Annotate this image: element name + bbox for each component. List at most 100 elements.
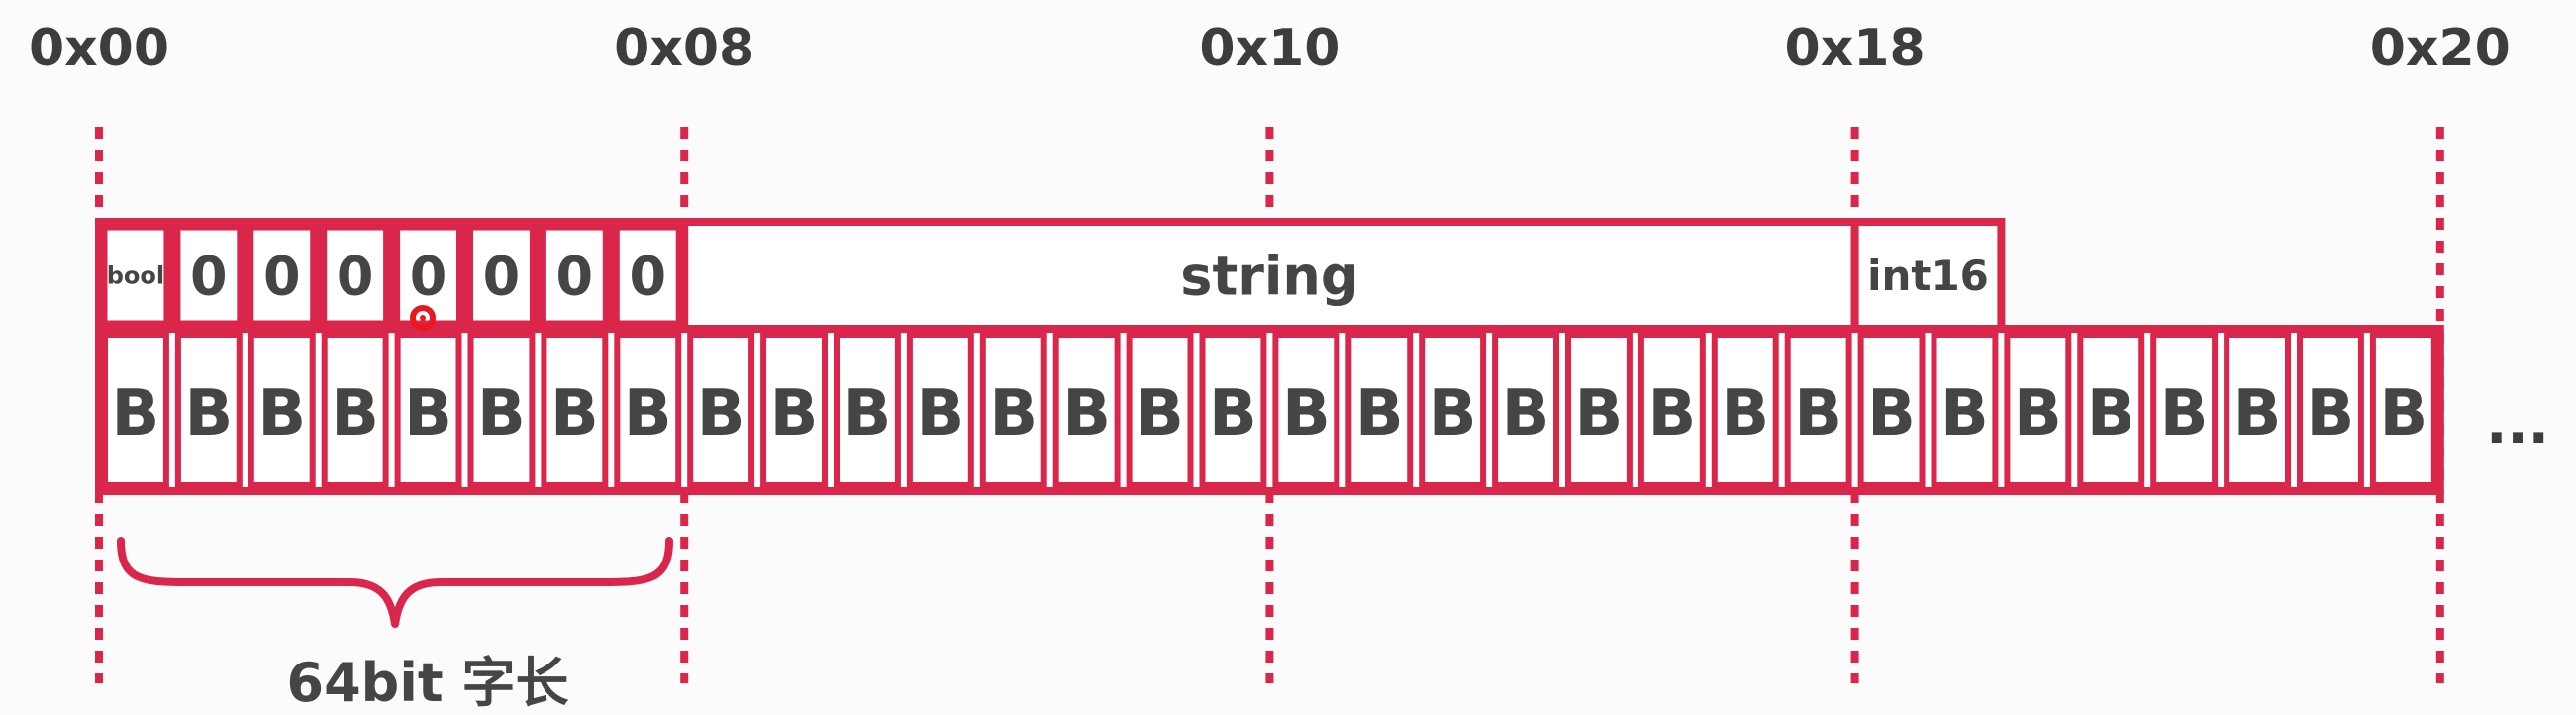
byte-label: B <box>1647 377 1696 451</box>
field-bool-label: bool <box>107 262 164 290</box>
byte-label: B <box>112 377 160 451</box>
byte-label: B <box>1429 377 1477 451</box>
byte-label: B <box>1062 377 1111 451</box>
address-label-0x18: 0x18 <box>1785 19 1926 78</box>
byte-row-frame <box>95 325 2444 495</box>
cursor-ring <box>410 305 436 331</box>
byte-cell <box>2369 332 2437 488</box>
byte-cell <box>1126 332 1194 488</box>
byte-cell <box>1784 332 1852 488</box>
address-label-0x08: 0x08 <box>614 19 754 78</box>
byte-cell <box>2297 332 2364 488</box>
byte-cell <box>467 332 536 488</box>
address-label-0x10: 0x10 <box>1199 19 1339 78</box>
byte-cell <box>760 332 828 488</box>
byte-cell <box>2150 332 2219 488</box>
field-string-box <box>680 218 1859 333</box>
byte-cell <box>1565 332 1633 488</box>
byte-label: B <box>624 377 672 451</box>
byte-label: B <box>257 377 306 451</box>
byte-label: B <box>550 377 599 451</box>
byte-label: B <box>1940 377 1989 451</box>
byte-label: B <box>2087 377 2135 451</box>
field-int16-box <box>1850 218 2006 333</box>
padding-byte-inner <box>248 225 316 326</box>
field-bool-inner <box>102 225 169 326</box>
byte-cell <box>2004 332 2072 488</box>
byte-cell <box>614 332 682 488</box>
cursor-indicator <box>410 305 436 331</box>
byte-cell <box>1052 332 1121 488</box>
padding-byte-label: 0 <box>556 245 594 307</box>
byte-cell <box>2077 332 2145 488</box>
padding-byte-inner <box>541 225 608 326</box>
byte-cell <box>248 332 316 488</box>
byte-label: B <box>916 377 964 451</box>
byte-cell <box>541 332 609 488</box>
byte-label: B <box>331 377 379 451</box>
byte-label: B <box>697 377 745 451</box>
byte-cell <box>687 332 755 488</box>
padding-byte-label: 0 <box>483 245 521 307</box>
byte-label: B <box>1794 377 1842 451</box>
ellipsis: ... <box>2486 392 2549 457</box>
padding-byte-label: 0 <box>263 245 301 307</box>
byte-cell <box>1492 332 1559 488</box>
field-int16-label: int16 <box>1867 252 1989 300</box>
padding-byte-box <box>534 218 616 333</box>
byte-cell <box>102 332 169 488</box>
byte-label: B <box>1355 377 1404 451</box>
byte-label: B <box>989 377 1038 451</box>
curly-brace <box>117 537 673 628</box>
byte-label: B <box>1867 377 1916 451</box>
byte-cell <box>1419 332 1487 488</box>
byte-label: B <box>770 377 819 451</box>
byte-cell <box>394 332 462 488</box>
field-string-label: string <box>1180 245 1358 307</box>
byte-label: B <box>2307 377 2355 451</box>
byte-cell <box>1857 332 1926 488</box>
byte-label: B <box>1136 377 1184 451</box>
byte-label: B <box>1575 377 1624 451</box>
byte-cell <box>1711 332 1779 488</box>
address-label-0x20: 0x20 <box>2370 19 2511 78</box>
padding-byte-box <box>607 218 689 333</box>
byte-label: B <box>2379 377 2427 451</box>
byte-label: B <box>1502 377 1550 451</box>
byte-cell <box>906 332 974 488</box>
byte-label: B <box>184 377 233 451</box>
byte-label: B <box>477 377 526 451</box>
byte-label: B <box>2014 377 2062 451</box>
byte-label: B <box>2160 377 2209 451</box>
address-label-0x00: 0x00 <box>29 19 169 78</box>
byte-label: B <box>1209 377 1257 451</box>
address-labels: 0x00 0x08 0x10 0x18 0x20 <box>29 19 2511 78</box>
padding-byte-inner <box>614 225 681 326</box>
byte-cell <box>834 332 901 488</box>
byte-cell <box>1931 332 1999 488</box>
padding-byte-inner <box>322 225 389 326</box>
padding-byte-inner <box>175 225 243 326</box>
byte-label: B <box>2233 377 2282 451</box>
byte-cell <box>979 332 1047 488</box>
byte-label: B <box>1721 377 1769 451</box>
padding-byte-label: 0 <box>629 245 666 307</box>
byte-cell <box>2224 332 2292 488</box>
byte-label: B <box>1282 377 1331 451</box>
byte-cell <box>174 332 243 488</box>
word-size-brace <box>117 537 673 628</box>
byte-cell <box>1637 332 1706 488</box>
padding-byte-inner <box>468 225 535 326</box>
padding-byte-label: 0 <box>410 245 447 307</box>
byte-cell <box>1345 332 1414 488</box>
cursor-dot <box>420 315 426 321</box>
byte-label: B <box>404 377 452 451</box>
padding-byte-label: 0 <box>190 245 228 307</box>
padding-byte-label: 0 <box>337 245 374 307</box>
word-size-label: 64bit 字长 <box>287 652 569 714</box>
byte-cell <box>1199 332 1267 488</box>
